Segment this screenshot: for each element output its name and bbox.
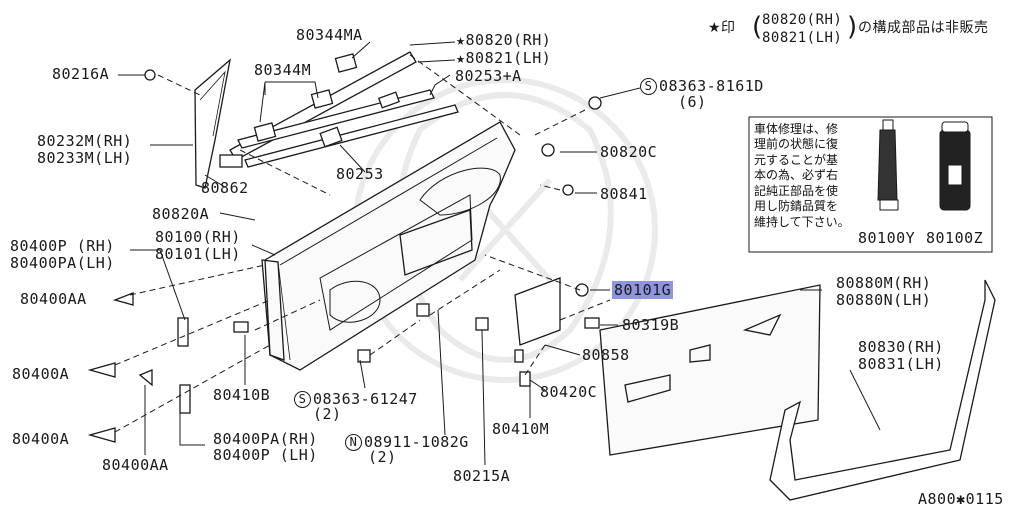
callout-80400P-lh[interactable]: 80400P (LH) — [213, 446, 318, 464]
nut-symbol-n: N — [345, 434, 362, 451]
callout-80400PA-rh[interactable]: 80400PA(RH) — [213, 430, 318, 448]
callout-80400A-upper[interactable]: 80400A — [12, 365, 70, 383]
callout-08363-8161D-text: 08363-8161D — [659, 77, 764, 95]
callout-80400PA[interactable]: 80400PA(LH) — [10, 254, 115, 272]
note-line-6: 用し防錆品質を — [754, 199, 839, 213]
header-paren-open: ( — [752, 12, 763, 42]
callout-80100[interactable]: 80100(RH) — [155, 228, 241, 246]
note-box-frame — [748, 116, 993, 253]
callout-80831[interactable]: 80831(LH) — [858, 355, 944, 373]
note-line-3: 元することが基 — [754, 153, 839, 167]
callout-80400P[interactable]: 80400P (RH) — [10, 237, 115, 255]
callout-08363-8161D-qty: (6) — [678, 93, 707, 111]
callout-80100Y[interactable]: 80100Y — [858, 229, 916, 247]
callout-80319B[interactable]: 80319B — [622, 316, 680, 334]
callout-08911-1082G-text: 08911-1082G — [364, 433, 469, 451]
callout-80400AA-bottom[interactable]: 80400AA — [102, 456, 169, 474]
note-line-1: 車体修理は、修 — [754, 122, 839, 136]
shield-panel — [514, 277, 561, 346]
callout-80100Z[interactable]: 80100Z — [926, 229, 984, 247]
callout-80253A[interactable]: 80253+A — [455, 67, 522, 85]
product-can — [939, 121, 971, 211]
note-line-7: 維持して下さい。 — [754, 215, 850, 229]
callout-80101G-highlight: 80101G — [612, 281, 674, 299]
door-shell — [264, 121, 516, 371]
callout-80821-lh[interactable]: ★80821(LH) — [456, 49, 552, 67]
callout-80862[interactable]: 80862 — [201, 179, 249, 197]
callout-80216A[interactable]: 80216A — [52, 65, 110, 83]
screw-symbol-s-2: S — [294, 391, 311, 408]
inner-panel — [399, 209, 473, 276]
header-note-tail: の構成部品は非販売 — [858, 20, 989, 36]
note-line-4: 本の為、必ず右 — [754, 168, 839, 182]
callout-80841[interactable]: 80841 — [600, 185, 648, 203]
window-sash — [194, 58, 231, 189]
callout-80820-rh[interactable]: ★80820(RH) — [456, 31, 552, 49]
callout-08363-61247-qty: (2) — [313, 405, 342, 423]
callout-80830[interactable]: 80830(RH) — [858, 338, 944, 356]
callout-80820C[interactable]: 80820C — [600, 143, 658, 161]
callout-80253[interactable]: 80253 — [336, 165, 384, 183]
callout-80880N[interactable]: 80880N(LH) — [836, 291, 932, 309]
callout-80400AA-top[interactable]: 80400AA — [20, 290, 87, 308]
callout-80410M[interactable]: 80410M — [492, 420, 550, 438]
diagram-reference: A800✱0115 — [918, 490, 1004, 508]
callout-80101G[interactable]: 80101G — [612, 281, 674, 299]
callout-80215A[interactable]: 80215A — [453, 467, 511, 485]
screw-symbol-s: S — [640, 78, 657, 95]
callout-80344MA[interactable]: 80344MA — [296, 26, 363, 44]
note-line-2: 理前の状態に復 — [754, 137, 839, 151]
callout-80101[interactable]: 80101(LH) — [155, 245, 241, 263]
callout-80820A[interactable]: 80820A — [152, 205, 210, 223]
callout-80344M[interactable]: 80344M — [254, 61, 312, 79]
header-part-lh: 80821(LH) — [762, 30, 843, 46]
header-paren-close: ) — [847, 12, 858, 42]
callout-80880M[interactable]: 80880M(RH) — [836, 274, 932, 292]
callout-80233M[interactable]: 80233M(LH) — [37, 149, 133, 167]
header-star: ★印 — [708, 20, 736, 36]
callout-80232M[interactable]: 80232M(RH) — [37, 132, 133, 150]
note-line-5: 記純正部品を使 — [754, 184, 839, 198]
door-weatherstrip — [769, 279, 996, 501]
callout-80400A-lower[interactable]: 80400A — [12, 430, 70, 448]
callout-80858[interactable]: 80858 — [582, 346, 630, 364]
callout-80420C[interactable]: 80420C — [540, 383, 598, 401]
door-trim-panel — [599, 284, 821, 456]
header-part-rh: 80820(RH) — [762, 12, 843, 28]
callout-08911-1082G-qty: (2) — [368, 448, 397, 466]
callout-08363-61247-text: 08363-61247 — [313, 390, 418, 408]
callout-80410B[interactable]: 80410B — [213, 386, 271, 404]
product-tube — [877, 119, 899, 211]
